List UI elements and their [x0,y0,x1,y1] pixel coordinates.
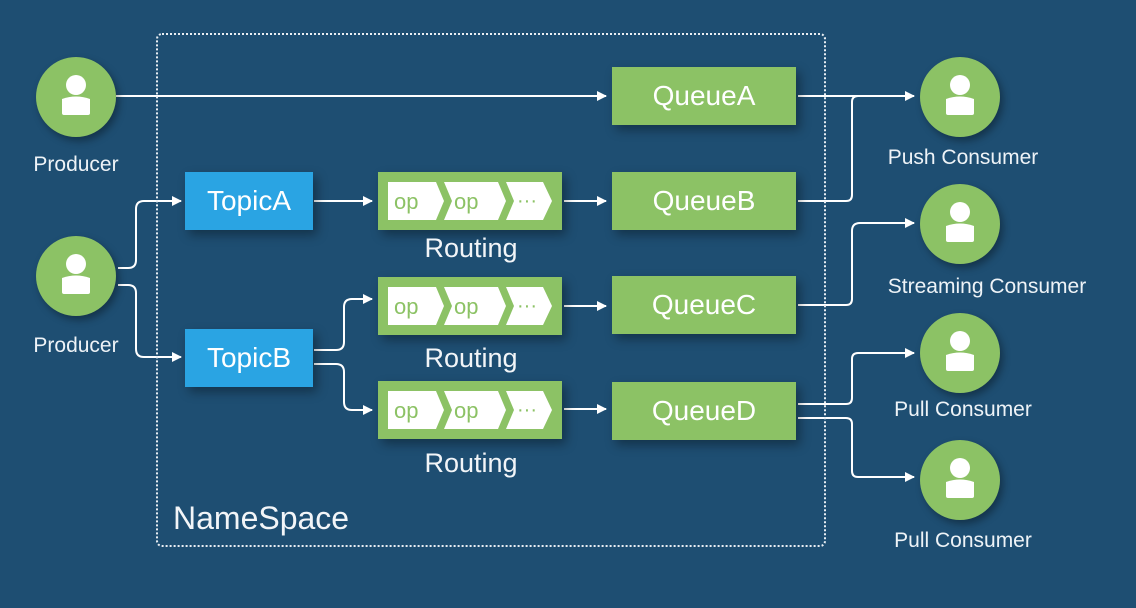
routing-2-label: Routing [424,343,518,373]
queue-d-box: QueueD [612,382,796,440]
routing-1-op-2-label: op [454,189,478,214]
routing-3-box: op op ··· [378,381,562,439]
producer-1-avatar-icon [36,57,116,137]
routing-3-more-chevron [506,391,552,429]
queue-a-label: QueueA [652,80,756,111]
topic-a-label: TopicA [206,185,292,216]
producer-2-label: Producer [33,334,119,357]
edge-queued-pull1 [798,348,915,405]
routing-1-box: op op ··· [378,172,562,230]
pull-consumer-1-avatar-icon [920,313,1000,393]
routing-3-op-2-chevron [444,391,506,429]
edge-queuec-streaming [798,218,915,306]
topic-b-box: TopicB [185,329,313,387]
routing-2-more-chevron [506,287,552,325]
routing-1-op-2-chevron [444,182,506,220]
namespace-label: NameSpace [173,500,350,536]
edge-producer2-topicb [118,284,182,362]
pull-consumer-2-avatar-icon [920,440,1000,520]
routing-2-op-2-label: op [454,294,478,319]
edge-queueb-push [798,95,859,202]
pull-consumer-2-label: Pull Consumer [894,529,1032,552]
queue-c-box: QueueC [612,276,796,334]
queue-c-label: QueueC [651,289,757,320]
routing-2-more-label: ··· [517,295,537,317]
routing-1-op-1-label: op [394,189,418,214]
routing-2-op-2-chevron [444,287,506,325]
edge-topicb-routing2 [314,294,373,351]
queue-d-label: QueueD [651,395,757,426]
routing-1-more-chevron [506,182,552,220]
push-consumer-avatar-icon [920,57,1000,137]
routing-1-label: Routing [424,233,518,263]
routing-2-op-1-chevron [388,287,444,325]
routing-2-op-1-label: op [394,294,418,319]
streaming-consumer-avatar-icon [920,184,1000,264]
topic-a-box: TopicA [185,172,313,230]
topic-b-label: TopicB [206,342,292,373]
producer-2-avatar-icon [36,236,116,316]
routing-2-box: op op ··· [378,277,562,335]
routing-3-op-2-label: op [454,398,478,423]
streaming-consumer-label: Streaming Consumer [887,275,1087,298]
queue-a-box: QueueA [612,67,796,125]
routing-1-more-label: ··· [517,190,537,212]
routing-3-more-label: ··· [517,399,537,421]
queue-b-box: QueueB [612,172,796,230]
namespace-boundary [156,33,826,547]
routing-3-label: Routing [424,448,518,478]
edge-producer2-topica [118,196,182,269]
pull-consumer-1-label: Pull Consumer [894,398,1032,421]
edge-topicb-routing3 [314,363,373,415]
producer-1-label: Producer [33,153,119,176]
routing-3-op-1-chevron [388,391,444,429]
edge-queued-pull2 [798,417,915,482]
queue-b-label: QueueB [652,185,756,216]
push-consumer-label: Push Consumer [887,146,1039,169]
routing-1-op-1-chevron [388,182,444,220]
routing-3-op-1-label: op [394,398,418,423]
